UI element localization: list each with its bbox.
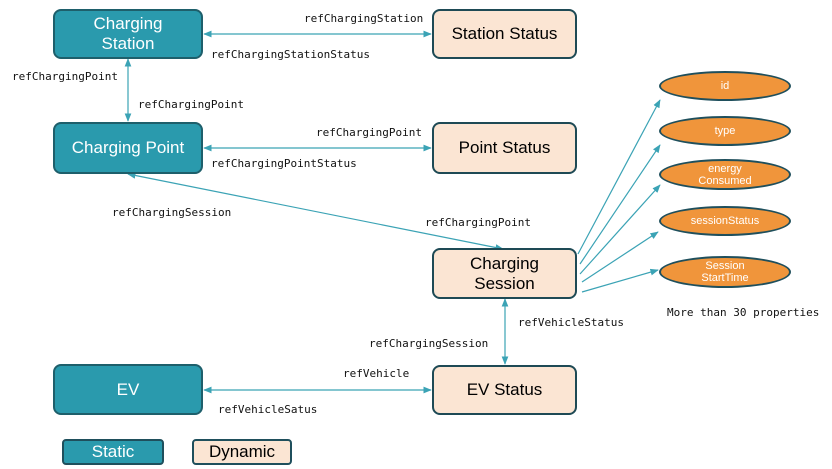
edge-label-ref-charging-station: refChargingStation	[304, 12, 424, 25]
legend-dynamic-label: Dynamic	[208, 442, 276, 461]
legend-static-label: Static	[91, 442, 135, 461]
charging-session-node: Charging Session	[432, 248, 577, 299]
ev-label: EV	[116, 379, 140, 399]
edge-session-to-id	[577, 99, 661, 255]
edge-label-ref-charging-point-session: refChargingPoint	[425, 216, 531, 229]
property-energy-consumed: energy Consumed	[659, 159, 791, 190]
ev-status-node: EV Status	[432, 365, 577, 415]
property-id: id	[659, 71, 791, 101]
edge-point-to-charging-session	[127, 172, 504, 251]
charging-point-label: Charging Point	[71, 138, 185, 157]
point-status-label: Point Status	[458, 138, 551, 157]
ev-node: EV	[53, 364, 203, 415]
property-energy-consumed-label: energy Consumed	[698, 162, 752, 187]
edge-label-ref-charging-point-status: refChargingPointStatus	[211, 157, 357, 170]
property-type-label: type	[714, 125, 736, 137]
legend-dynamic: Dynamic	[192, 439, 292, 465]
station-status-label: Station Status	[451, 24, 558, 43]
property-session-start-time-label: Session StartTime	[701, 260, 749, 284]
property-type: type	[659, 116, 791, 146]
properties-note: More than 30 properties	[667, 306, 820, 319]
edge-label-ref-charging-point-right: refChargingPoint	[316, 126, 422, 139]
charging-station-node: Charging Station	[53, 9, 203, 59]
charging-station-label: Charging Station	[93, 14, 163, 53]
edge-label-ref-charging-station-status: refChargingStationStatus	[211, 48, 370, 61]
edge-session-to-session-start-time	[581, 268, 659, 293]
edge-label-ref-charging-session-top: refChargingSession	[112, 206, 232, 219]
property-session-status-label: sessionStatus	[690, 215, 760, 227]
station-status-node: Station Status	[432, 9, 577, 59]
edge-label-ref-vehicle-status: refVehicleStatus	[518, 316, 624, 329]
edge-session-to-energy-consumed	[579, 184, 661, 275]
ev-status-label: EV Status	[466, 380, 543, 399]
edge-session-to-type	[579, 144, 661, 265]
property-id-label: id	[720, 80, 730, 92]
property-session-start-time: Session StartTime	[659, 256, 791, 288]
charging-session-label: Charging Session	[470, 253, 539, 293]
edge-label-ref-vehicle-satus: refVehicleSatus	[218, 403, 318, 416]
edge-label-ref-vehicle: refVehicle	[343, 367, 410, 380]
charging-point-node: Charging Point	[53, 122, 203, 174]
edge-label-ref-charging-point-mid: refChargingPoint	[138, 98, 244, 111]
point-status-node: Point Status	[432, 122, 577, 174]
edge-session-to-session-status	[581, 231, 659, 283]
property-session-status: sessionStatus	[659, 206, 791, 236]
edge-label-ref-charging-session-bottom: refChargingSession	[369, 337, 489, 350]
legend-static: Static	[62, 439, 164, 465]
edge-label-ref-charging-point-left: refChargingPoint	[12, 70, 118, 83]
